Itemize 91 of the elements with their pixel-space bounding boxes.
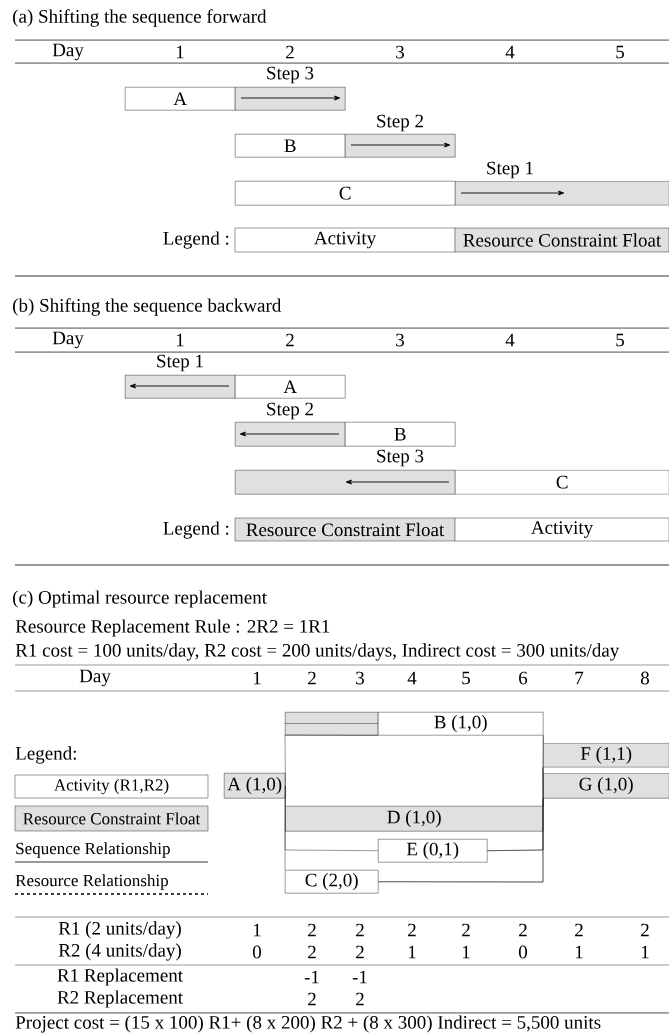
- label: 2: [356, 923, 364, 937]
- sequence-line: [378, 798, 544, 883]
- label: 6: [519, 671, 528, 685]
- label: 3: [396, 45, 404, 59]
- part-heading: Day: [52, 43, 84, 61]
- activity-bar: A: [235, 375, 346, 399]
- activity-bar: C: [455, 470, 669, 495]
- label: 2: [356, 945, 364, 959]
- label: -1: [304, 970, 319, 984]
- label: 2: [286, 333, 294, 347]
- legend-item: Resource Relationship: [14, 874, 209, 895]
- step-label: Step 3: [377, 449, 424, 467]
- label: 1: [253, 923, 261, 937]
- label: Day: [52, 331, 84, 349]
- label: 2: [408, 923, 416, 937]
- label: 2: [519, 923, 527, 937]
- label: 2: [308, 671, 316, 685]
- label: Legend :: [163, 521, 229, 539]
- label: 1: [176, 45, 184, 59]
- label: 1: [176, 333, 184, 347]
- label: 1: [641, 945, 649, 959]
- float-bar: [125, 375, 236, 399]
- label: Resource Replacement Rule : 2R2 = 1R1: [15, 619, 330, 637]
- label: 3: [356, 671, 364, 685]
- activity-bar: C: [235, 181, 456, 206]
- activity-bar: F (1,1): [543, 743, 669, 768]
- float-bar: [345, 134, 456, 158]
- part-heading: (b) Shifting the sequence backward: [13, 298, 282, 316]
- activity-bar: C (2,0): [285, 870, 379, 894]
- label: 4: [505, 333, 515, 347]
- float-bar: [235, 470, 456, 495]
- label: 1: [408, 945, 416, 959]
- label: 2: [308, 992, 316, 1006]
- label: R2 Replacement: [57, 990, 183, 1008]
- part-heading: (a) Shifting the sequence forward: [13, 9, 267, 27]
- label: 3: [396, 333, 404, 347]
- activity-bar: B: [235, 134, 346, 158]
- activity-bar: E (0,1): [378, 839, 488, 863]
- label: 4: [407, 671, 417, 685]
- label: 1: [253, 671, 261, 685]
- float-bar: [455, 181, 669, 206]
- part-heading: (c) Optimal resource replacement: [13, 590, 267, 608]
- legend-item: Resource Constraint Float: [234, 517, 456, 542]
- activity-bar: A: [125, 87, 236, 111]
- label: 2: [462, 923, 470, 937]
- step-label: Step 1: [157, 354, 203, 372]
- float-bar: [235, 422, 346, 447]
- label: 0: [252, 945, 261, 959]
- float-bar: [235, 87, 346, 111]
- label: 5: [616, 333, 624, 347]
- label: 5: [616, 45, 624, 59]
- activity-bar: D (1,0): [285, 806, 544, 832]
- label: 7: [575, 671, 584, 685]
- label: R1 cost = 100 units/day, R2 cost = 200 units/days, Indirect cost = 300 units/day: [15, 643, 620, 661]
- label: 2: [308, 945, 316, 959]
- label: 2: [286, 45, 294, 59]
- label: 1: [462, 945, 470, 959]
- legend-item: Sequence Relationship: [14, 842, 209, 863]
- label: 2: [308, 923, 316, 937]
- label: 1: [575, 945, 583, 959]
- label: 0: [518, 945, 527, 959]
- float-bar: [285, 712, 379, 736]
- label: Project cost = (15 x 100) R1+ (8 x 200) R2 + (8 x 300) Indirect = 5,500 units: [15, 1015, 601, 1033]
- label: 2: [575, 923, 583, 937]
- legend-item: Activity: [454, 517, 669, 542]
- label: 2: [641, 923, 649, 937]
- label: R1 Replacement: [57, 968, 183, 986]
- label: 4: [505, 45, 515, 59]
- legend-item: Activity (R1,R2): [14, 774, 209, 799]
- label: Day: [79, 669, 111, 687]
- activity-bar: B: [345, 422, 456, 447]
- label: -1: [352, 970, 367, 984]
- label: 2: [356, 992, 364, 1006]
- activity-bar: G (1,0): [543, 773, 669, 799]
- step-label: Step 3: [267, 66, 314, 84]
- legend-item: Activity: [234, 227, 456, 253]
- label: Legend :: [163, 231, 229, 249]
- step-label: Step 2: [377, 114, 423, 132]
- sequence-line: [284, 734, 379, 786]
- legend-item: Resource Constraint Float: [454, 227, 669, 253]
- label: R2 (4 units/day): [58, 943, 181, 961]
- activity-bar: B (1,0): [378, 712, 544, 736]
- activity-bar: A (1,0): [224, 773, 286, 799]
- step-label: Step 1: [487, 161, 533, 179]
- label: R1 (2 units/day): [58, 921, 181, 939]
- sequence-line: [284, 785, 286, 871]
- label: 5: [462, 671, 470, 685]
- step-label: Step 2: [267, 402, 313, 420]
- label: Legend:: [15, 746, 76, 764]
- label: 8: [640, 671, 649, 685]
- legend-item: Resource Constraint Float: [14, 805, 209, 832]
